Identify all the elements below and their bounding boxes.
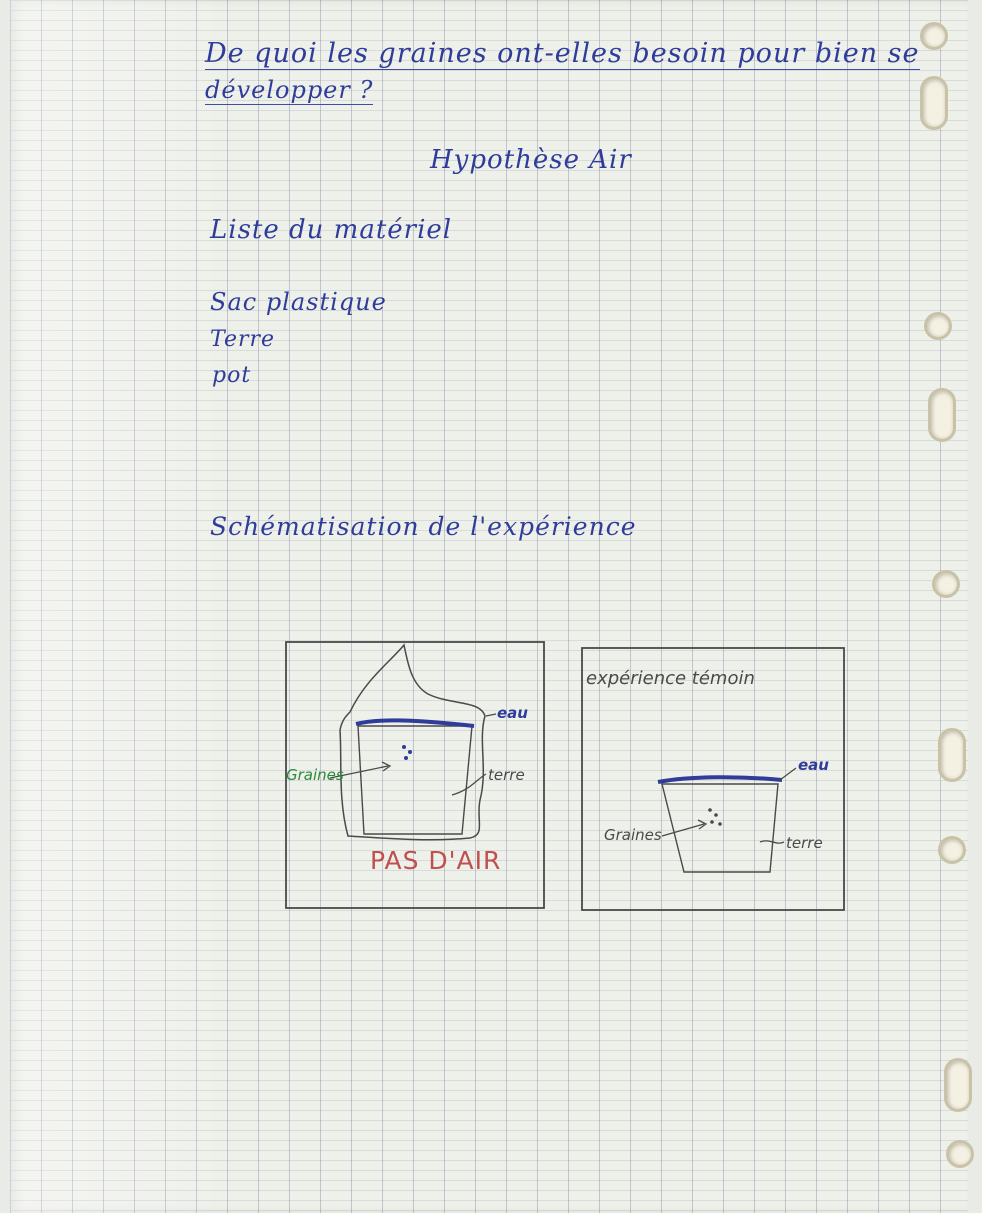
left-seeds-label: Graines xyxy=(286,766,344,784)
no-air-caption: PAS D'AIR xyxy=(370,846,501,875)
right-soil-label: terre xyxy=(786,834,823,852)
right-water-line xyxy=(658,777,782,782)
left-water-label: eau xyxy=(497,704,528,722)
left-pot xyxy=(358,726,472,834)
right-pot xyxy=(662,784,778,872)
left-water-line xyxy=(356,720,474,726)
left-soil-label: terre xyxy=(488,766,525,784)
right-water-label: eau xyxy=(798,756,829,774)
right-seeds-label: Graines xyxy=(604,826,662,844)
control-experiment-title: expérience témoin xyxy=(586,668,755,689)
plastic-bag-outline xyxy=(340,645,485,840)
